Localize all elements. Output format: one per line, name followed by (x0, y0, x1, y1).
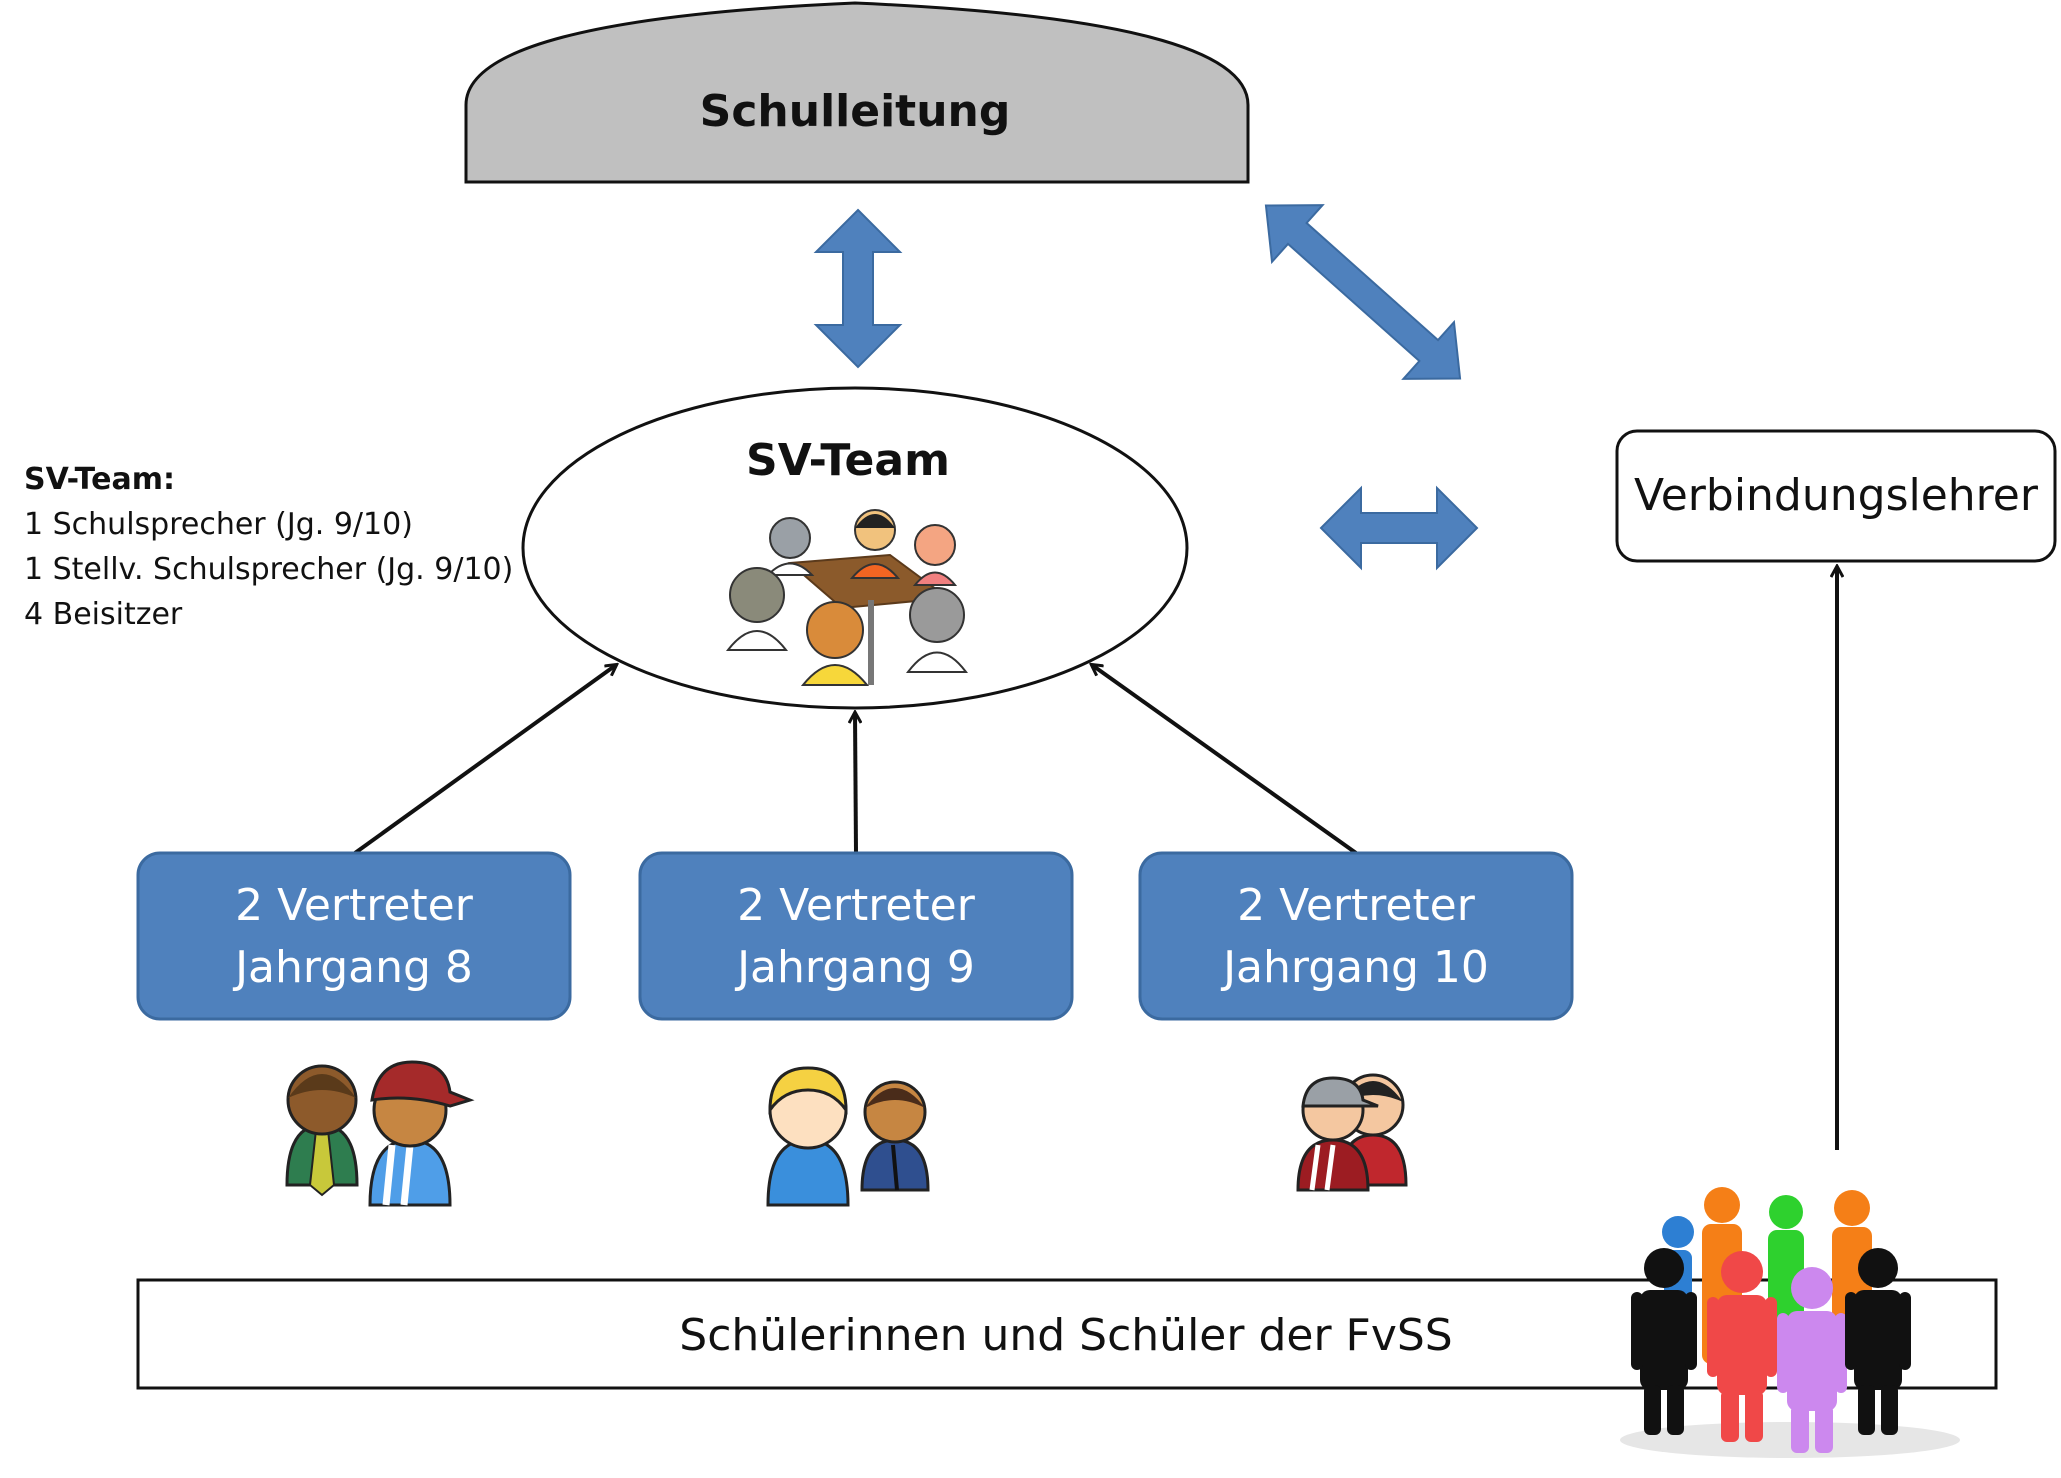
double-arrow-vertical (813, 208, 903, 369)
vertreter-jg8-line2: Jahrgang 8 (232, 942, 473, 993)
vertreter-jg10-line2: Jahrgang 10 (1220, 942, 1489, 993)
vertreter-jg8-box: 2 Vertreter Jahrgang 8 (136, 851, 572, 1021)
vertreter-jg9-line1: 2 Vertreter (737, 880, 976, 931)
vertreter-jg10-line1: 2 Vertreter (1237, 880, 1476, 931)
vertreter-jg9-box: 2 Vertreter Jahrgang 9 (638, 851, 1074, 1021)
arrow-jg8-to-svteam (353, 665, 616, 855)
schulleitung-label: Schulleitung (700, 86, 1011, 137)
sv-team-label: SV-Team (746, 435, 950, 486)
arrow-jg10-to-svteam (1092, 665, 1358, 855)
double-arrow-diagonal (1264, 204, 1462, 380)
verbindungslehrer-label: Verbindungslehrer (1634, 470, 2039, 521)
schueler-label: Schülerinnen und Schüler der FvSS (679, 1310, 1452, 1361)
schulleitung-node: Schulleitung (464, 1, 1250, 184)
two-students-icon-jg9 (766, 1066, 930, 1207)
double-arrow-horizontal (1319, 485, 1479, 571)
side-info-title: SV-Team: (24, 462, 176, 497)
side-info-line: 4 Beisitzer (24, 597, 183, 632)
verbindungslehrer-node: Verbindungslehrer (1615, 429, 2057, 563)
crowd-icon (1620, 1187, 1960, 1458)
side-info-line: 1 Stellv. Schulsprecher (Jg. 9/10) (24, 552, 514, 587)
two-students-icon-jg8 (285, 1060, 475, 1207)
meeting-table-icon (725, 509, 968, 686)
vertreter-jg8-line1: 2 Vertreter (235, 880, 474, 931)
two-students-icon-jg10 (1296, 1073, 1408, 1192)
vertreter-jg10-box: 2 Vertreter Jahrgang 10 (1138, 851, 1574, 1021)
vertreter-jg9-line2: Jahrgang 9 (734, 942, 975, 993)
sv-team-node: SV-Team (521, 386, 1189, 710)
arrow-jg9-to-svteam (855, 713, 856, 854)
side-info-line: 1 Schulsprecher (Jg. 9/10) (24, 507, 413, 542)
